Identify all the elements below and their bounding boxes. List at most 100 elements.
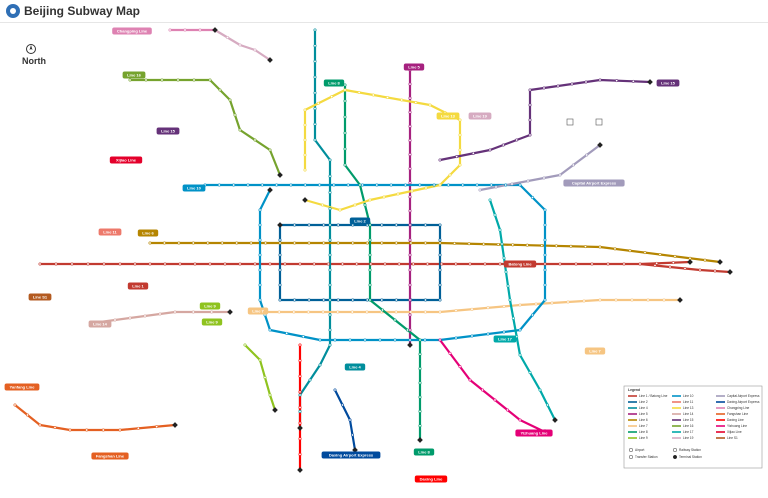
station-marker[interactable]	[340, 403, 344, 407]
station-marker[interactable]	[570, 82, 574, 86]
station-marker[interactable]	[268, 393, 272, 397]
station-marker[interactable]	[348, 338, 352, 342]
station-marker[interactable]	[38, 262, 42, 266]
station-marker[interactable]	[454, 336, 458, 340]
station-marker[interactable]	[408, 328, 412, 332]
station-marker[interactable]	[566, 300, 570, 304]
station-marker[interactable]	[646, 298, 650, 302]
station-marker[interactable]	[438, 223, 442, 227]
station-marker[interactable]	[307, 223, 311, 227]
line-tag-daxing-airport-express[interactable]: Daxing Airport Express	[321, 451, 381, 459]
station-marker[interactable]	[318, 363, 322, 367]
station-marker[interactable]	[298, 393, 302, 397]
line-tag-fangshan-line[interactable]: Fangshan Line	[91, 452, 129, 460]
station-marker[interactable]	[418, 395, 422, 399]
station-marker[interactable]	[500, 242, 504, 246]
line-tag-line-7[interactable]: Line 7	[584, 347, 606, 355]
station-marker[interactable]	[249, 241, 253, 245]
station-marker[interactable]	[312, 262, 316, 266]
station-marker[interactable]	[410, 189, 414, 193]
line-tag-line-2[interactable]: Line 2	[349, 217, 371, 225]
station-marker[interactable]	[336, 310, 340, 314]
station-marker[interactable]	[543, 238, 547, 242]
station-marker[interactable]	[438, 283, 442, 287]
terminal-station-icon[interactable]	[717, 259, 723, 265]
station-marker[interactable]	[403, 183, 407, 187]
station-marker[interactable]	[358, 183, 362, 187]
station-marker[interactable]	[328, 191, 332, 195]
station-marker[interactable]	[360, 183, 364, 187]
terminal-station-icon[interactable]	[647, 79, 653, 85]
station-marker[interactable]	[538, 388, 542, 392]
station-marker[interactable]	[394, 298, 398, 302]
terminal-station-icon[interactable]	[677, 297, 683, 303]
station-marker[interactable]	[393, 318, 397, 322]
station-marker[interactable]	[343, 147, 347, 151]
terminal-station-icon[interactable]	[212, 27, 218, 33]
station-marker[interactable]	[328, 298, 332, 302]
station-marker[interactable]	[508, 298, 512, 302]
station-marker[interactable]	[298, 374, 302, 378]
station-marker[interactable]	[408, 138, 412, 142]
station-marker[interactable]	[543, 253, 547, 257]
station-marker[interactable]	[178, 262, 182, 266]
station-marker[interactable]	[223, 262, 227, 266]
station-marker[interactable]	[238, 128, 242, 132]
terminal-station-icon[interactable]	[552, 417, 558, 423]
line-tag-yanfang-line[interactable]: Yanfang Line	[4, 383, 40, 391]
station-marker[interactable]	[328, 174, 332, 178]
station-marker[interactable]	[303, 123, 307, 127]
station-marker[interactable]	[233, 113, 237, 117]
station-marker[interactable]	[348, 418, 352, 422]
station-marker[interactable]	[253, 48, 257, 52]
station-marker[interactable]	[534, 302, 538, 306]
station-marker[interactable]	[226, 35, 230, 39]
station-marker[interactable]	[275, 183, 279, 187]
station-marker[interactable]	[482, 242, 486, 246]
station-marker[interactable]	[432, 183, 436, 187]
station-marker[interactable]	[400, 98, 404, 102]
station-marker[interactable]	[382, 195, 386, 199]
station-marker[interactable]	[598, 245, 602, 249]
line-tag-line-8[interactable]: Line 8	[323, 79, 345, 87]
station-marker[interactable]	[703, 258, 707, 262]
station-marker[interactable]	[713, 269, 717, 273]
station-marker[interactable]	[283, 262, 287, 266]
station-marker[interactable]	[628, 249, 632, 253]
station-marker[interactable]	[278, 283, 282, 287]
line-tag-line-1[interactable]: Line 1	[127, 282, 149, 290]
station-marker[interactable]	[253, 262, 257, 266]
station-marker[interactable]	[263, 375, 267, 379]
station-marker[interactable]	[313, 28, 317, 32]
station-marker[interactable]	[191, 310, 195, 314]
station-marker[interactable]	[118, 262, 122, 266]
station-marker[interactable]	[396, 192, 400, 196]
station-marker[interactable]	[408, 338, 412, 342]
station-marker[interactable]	[183, 28, 187, 32]
station-marker[interactable]	[643, 251, 647, 255]
station-marker[interactable]	[375, 183, 379, 187]
subway-line-yizhuang-line[interactable]	[438, 338, 547, 434]
station-marker[interactable]	[313, 59, 317, 63]
line-tag-line-11[interactable]: Line 11	[98, 228, 122, 236]
station-marker[interactable]	[258, 238, 262, 242]
station-marker[interactable]	[458, 148, 462, 152]
line-tag-line-s1[interactable]: Line S1	[28, 293, 52, 301]
station-marker[interactable]	[343, 99, 347, 103]
line-tag-line-19[interactable]: Line 19	[468, 112, 492, 120]
station-marker[interactable]	[176, 78, 180, 82]
station-marker[interactable]	[454, 309, 458, 313]
station-marker[interactable]	[525, 243, 529, 247]
line-tag-line-6[interactable]: Line 6	[137, 229, 159, 237]
station-marker[interactable]	[320, 203, 324, 207]
station-marker[interactable]	[493, 213, 497, 217]
station-marker[interactable]	[545, 403, 549, 407]
station-marker[interactable]	[458, 118, 462, 122]
station-marker[interactable]	[543, 262, 547, 266]
subway-line-line-4[interactable]	[298, 28, 332, 430]
station-marker[interactable]	[455, 155, 459, 159]
station-marker[interactable]	[289, 183, 293, 187]
station-marker[interactable]	[470, 307, 474, 311]
station-marker[interactable]	[498, 262, 502, 266]
station-marker[interactable]	[298, 262, 302, 266]
